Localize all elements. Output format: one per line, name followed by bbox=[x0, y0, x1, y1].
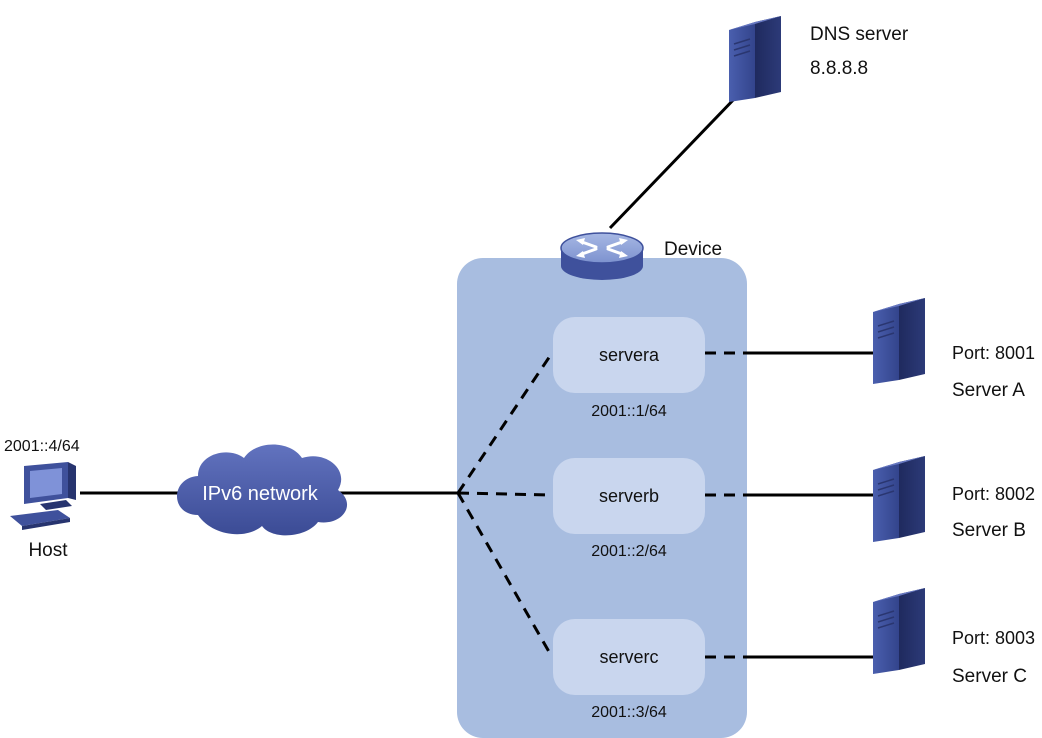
virtual-server-name: servera bbox=[599, 345, 660, 365]
router-icon bbox=[560, 232, 644, 280]
virtual-server-name: serverc bbox=[599, 647, 658, 667]
virtual-server-serverc: serverc 2001::3/64 bbox=[553, 619, 705, 721]
virtual-server-name: serverb bbox=[599, 486, 659, 506]
server-b-port: Port: 8002 bbox=[952, 484, 1035, 504]
virtual-server-address: 2001::2/64 bbox=[591, 543, 667, 560]
dns-server-icon bbox=[729, 16, 781, 102]
server-b-name: Server B bbox=[952, 520, 1026, 541]
device-label: Device bbox=[664, 239, 722, 260]
dns-server-address: 8.8.8.8 bbox=[810, 58, 868, 79]
server-c-name: Server C bbox=[952, 666, 1027, 687]
host-address: 2001::4/64 bbox=[4, 438, 80, 455]
virtual-server-servera: servera 2001::1/64 bbox=[553, 317, 705, 420]
server-b-icon bbox=[873, 456, 925, 542]
link-dashed-servera bbox=[456, 352, 554, 494]
server-a-port: Port: 8001 bbox=[952, 343, 1035, 363]
cloud-icon bbox=[177, 444, 348, 536]
server-a-icon bbox=[873, 298, 925, 384]
virtual-server-address: 2001::1/64 bbox=[591, 403, 667, 420]
link-dashed-serverc bbox=[456, 492, 554, 658]
server-c-icon bbox=[873, 588, 925, 674]
virtual-server-box bbox=[553, 458, 705, 534]
virtual-server-address: 2001::3/64 bbox=[591, 704, 667, 721]
server-c-port: Port: 8003 bbox=[952, 628, 1035, 648]
network-label: IPv6 network bbox=[202, 483, 319, 505]
virtual-server-serverb: serverb 2001::2/64 bbox=[553, 458, 705, 560]
dns-server-name: DNS server bbox=[810, 24, 909, 45]
virtual-server-box bbox=[553, 619, 705, 695]
host-label: Host bbox=[28, 540, 68, 561]
link-device-dns bbox=[608, 93, 740, 230]
server-a-name: Server A bbox=[952, 380, 1025, 401]
host-pc-icon bbox=[10, 462, 76, 530]
virtual-server-box bbox=[553, 317, 705, 393]
link-dashed-serverb bbox=[457, 491, 553, 497]
